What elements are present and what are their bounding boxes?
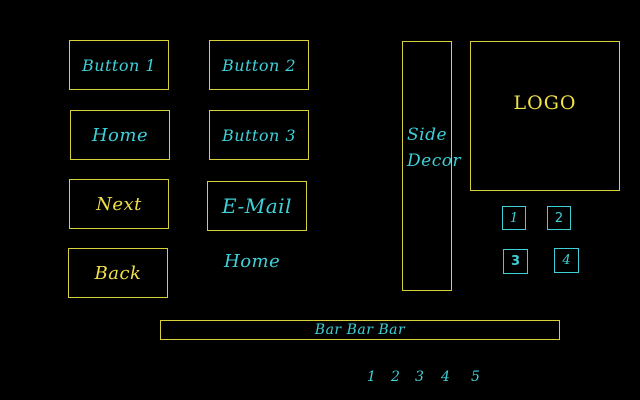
logo-box[interactable]: LOGO xyxy=(470,41,620,191)
back-button-label: Back xyxy=(94,262,142,284)
number-box-2-label: 2 xyxy=(554,210,564,226)
number-box-1-label: 1 xyxy=(509,210,519,226)
number-box-3-label: 3 xyxy=(510,254,521,269)
next-button[interactable]: Next xyxy=(69,179,169,229)
logo-text: LOGO xyxy=(513,92,577,114)
email-button[interactable]: E-Mail xyxy=(207,181,307,231)
home-button[interactable]: Home xyxy=(70,110,170,160)
button-2-label: Button 2 xyxy=(221,55,297,75)
pager-item-5[interactable]: 5 xyxy=(471,369,480,385)
button-1[interactable]: Button 1 xyxy=(69,40,169,90)
bar-label: Bar Bar Bar xyxy=(314,322,406,338)
side-decor-line2: Decor xyxy=(407,151,462,171)
pager-item-1[interactable]: 1 xyxy=(367,369,376,385)
pager-item-3[interactable]: 3 xyxy=(415,369,424,385)
home-button-label: Home xyxy=(91,124,149,146)
button-2[interactable]: Button 2 xyxy=(209,40,309,90)
email-button-label: E-Mail xyxy=(222,194,292,218)
button-3-label: Button 3 xyxy=(221,125,297,145)
number-box-4-label: 4 xyxy=(562,253,571,268)
number-box-1[interactable]: 1 xyxy=(502,206,526,230)
number-box-2[interactable]: 2 xyxy=(547,206,571,230)
button-3[interactable]: Button 3 xyxy=(209,110,309,160)
next-button-label: Next xyxy=(96,193,142,215)
bar-bar-bar[interactable]: Bar Bar Bar xyxy=(160,320,560,340)
number-box-4[interactable]: 4 xyxy=(554,248,579,273)
side-decor-panel: Side Decor xyxy=(402,41,461,291)
back-button[interactable]: Back xyxy=(68,248,168,298)
home-link[interactable]: Home xyxy=(224,251,281,272)
number-box-3[interactable]: 3 xyxy=(503,249,528,274)
pager-item-4[interactable]: 4 xyxy=(441,369,450,385)
pager-item-2[interactable]: 2 xyxy=(391,369,400,385)
side-decor-line1: Side xyxy=(407,125,448,145)
button-1-label: Button 1 xyxy=(81,55,157,75)
